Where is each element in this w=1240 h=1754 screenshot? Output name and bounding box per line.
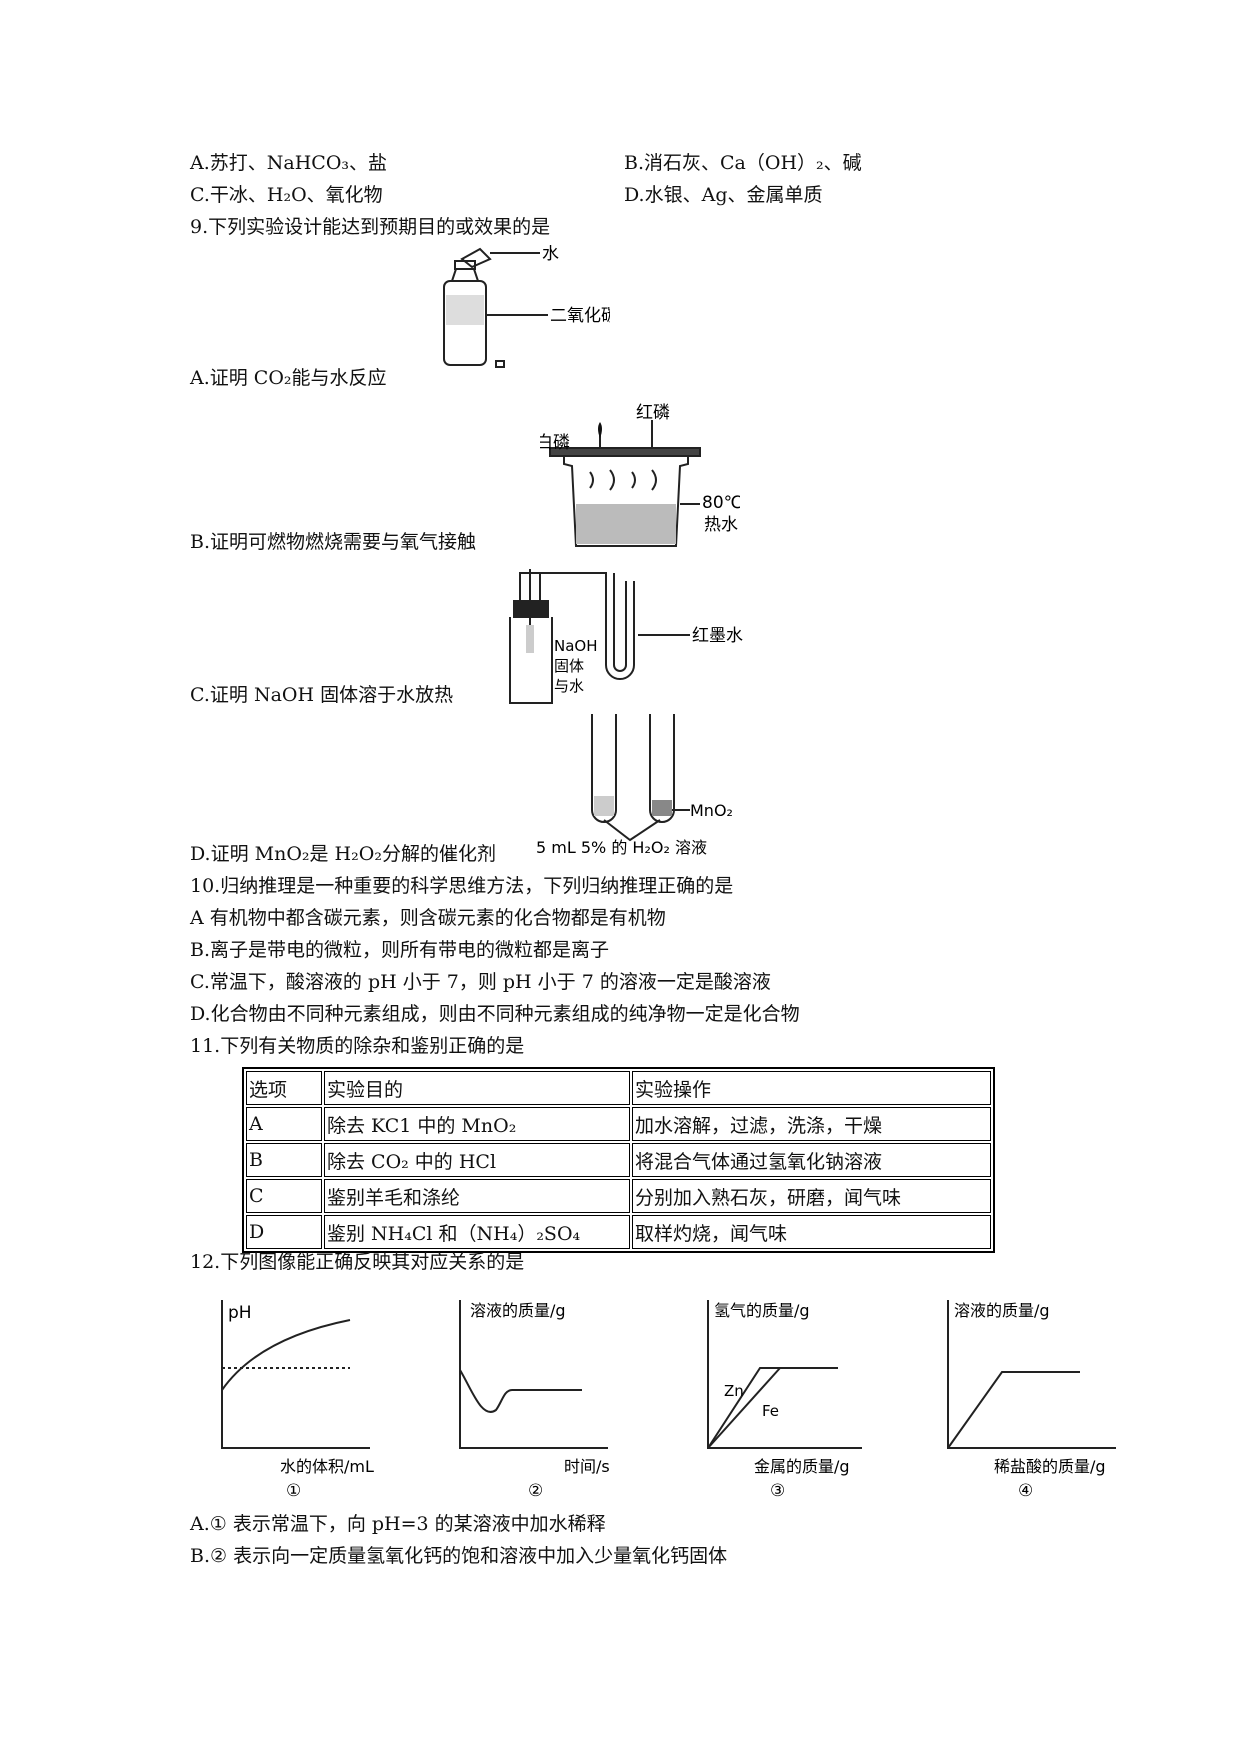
table-row: D 鉴别 NH₄Cl 和（NH₄）₂SO₄ 取样灼烧，闻气味 (246, 1215, 991, 1249)
row-a-purpose: 除去 KC1 中的 MnO₂ (324, 1107, 630, 1141)
q9-option-a: A.证明 CO₂能与水反应 (190, 367, 387, 389)
q10-option-b: B.离子是带电的微粒，则所有带电的微粒都是离子 (190, 939, 610, 961)
graph-1-ylabel: pH (228, 1303, 252, 1323)
q12-option-a: A.① 表示常温下，向 pH=3 的某溶液中加水稀释 (190, 1513, 606, 1535)
label-naoh: NaOH (554, 637, 598, 655)
row-a-operation: 加水溶解，过滤，洗涤，干燥 (632, 1107, 991, 1141)
q8-option-b: B.消石灰、Ca（OH）₂、碱 (624, 152, 862, 174)
table-row: C 鉴别羊毛和涤纶 分别加入熟石灰，研磨，闻气味 (246, 1179, 991, 1213)
header-operation: 实验操作 (632, 1071, 991, 1105)
q9-option-b: B.证明可燃物燃烧需要与氧气接触 (190, 531, 477, 553)
label-solid: 固体 (554, 657, 584, 675)
label-co2: 二氧化碳 (550, 306, 610, 326)
q9-option-c: C.证明 NaOH 固体溶于水放热 (190, 684, 454, 706)
q11-options-table: 选项 实验目的 实验操作 A 除去 KC1 中的 MnO₂ 加水溶解，过滤，洗涤… (242, 1067, 995, 1253)
q9-stem: 9.下列实验设计能达到预期目的或效果的是 (190, 216, 551, 238)
header-purpose: 实验目的 (324, 1071, 630, 1105)
table-row: B 除去 CO₂ 中的 HCl 将混合气体通过氢氧化钠溶液 (246, 1143, 991, 1177)
label-mno2: MnO₂ (690, 801, 733, 820)
label-red-ink: 红墨水 (692, 626, 743, 646)
graph-1-xlabel: 水的体积/mL (280, 1457, 374, 1476)
label-water: 水 (542, 245, 559, 264)
label-hot-water: 热水 (704, 515, 738, 535)
row-c-option: C (246, 1179, 322, 1213)
row-c-operation: 分别加入熟石灰，研磨，闻气味 (632, 1179, 991, 1213)
row-b-operation: 将混合气体通过氢氧化钠溶液 (632, 1143, 991, 1177)
label-red-phosphorus: 红磷 (636, 403, 670, 423)
label-temperature: 80℃ (702, 493, 740, 513)
row-b-option: B (246, 1143, 322, 1177)
graph-3-curve-zn: Zn (724, 1382, 744, 1400)
graph-3-ylabel: 氢气的质量/g (714, 1301, 810, 1320)
q8-option-a: A.苏打、NaHCO₃、盐 (190, 152, 388, 174)
graph-1-ph-dilution: pH 水的体积/mL ① (221, 1300, 374, 1500)
q8-option-d: D.水银、Ag、金属单质 (624, 184, 823, 206)
graph-2-number: ② (528, 1481, 543, 1500)
figure-phosphorus-combustion: 红磷 白磷 80℃ 热水 (540, 403, 740, 547)
graph-3-curve-fe: Fe (762, 1402, 779, 1420)
graph-3-xlabel: 金属的质量/g (754, 1457, 850, 1476)
label-white-phosphorus: 白磷 (540, 433, 570, 453)
figure-naoh-dissolution: NaOH 固体 与水 红墨水 (509, 569, 743, 704)
q11-stem: 11.下列有关物质的除杂和鉴别正确的是 (190, 1035, 525, 1057)
header-option: 选项 (246, 1071, 322, 1105)
q8-option-c: C.干冰、H₂O、氧化物 (190, 184, 383, 206)
label-with-water: 与水 (554, 677, 584, 695)
q10-option-d: D.化合物由不同种元素组成，则由不同种元素组成的纯净物一定是化合物 (190, 1003, 800, 1025)
q10-option-c: C.常温下，酸溶液的 pH 小于 7，则 pH 小于 7 的溶液一定是酸溶液 (190, 971, 771, 993)
row-b-purpose: 除去 CO₂ 中的 HCl (324, 1143, 630, 1177)
table-header-row: 选项 实验目的 实验操作 (246, 1071, 991, 1105)
row-c-purpose: 鉴别羊毛和涤纶 (324, 1179, 630, 1213)
table-row: A 除去 KC1 中的 MnO₂ 加水溶解，过滤，洗涤，干燥 (246, 1107, 991, 1141)
graph-4-xlabel: 稀盐酸的质量/g (994, 1457, 1106, 1476)
figure-mno2-test-tubes: MnO₂ 5 mL 5% 的 H₂O₂ 溶液 (536, 714, 733, 857)
row-d-purpose: 鉴别 NH₄Cl 和（NH₄）₂SO₄ (324, 1215, 630, 1249)
figure-co2-bottle: 水 二氧化碳 (443, 245, 610, 368)
row-d-operation: 取样灼烧，闻气味 (632, 1215, 991, 1249)
graph-2-solution-mass-time: 溶液的质量/g 时间/s ② (459, 1300, 610, 1500)
row-a-option: A (246, 1107, 322, 1141)
graph-4-ylabel: 溶液的质量/g (954, 1301, 1050, 1320)
q10-stem: 10.归纳推理是一种重要的科学思维方法，下列归纳推理正确的是 (190, 875, 734, 897)
graph-2-ylabel: 溶液的质量/g (470, 1301, 566, 1320)
q12-stem: 12.下列图像能正确反映其对应关系的是 (190, 1251, 525, 1273)
graph-3-number: ③ (770, 1481, 785, 1500)
graph-1-number: ① (286, 1481, 301, 1500)
graph-4-number: ④ (1018, 1481, 1033, 1500)
graph-2-xlabel: 时间/s (564, 1457, 610, 1476)
q9-option-d: D.证明 MnO₂是 H₂O₂分解的催化剂 (190, 843, 496, 865)
q12-option-b: B.② 表示向一定质量氢氧化钙的饱和溶液中加入少量氧化钙固体 (190, 1545, 728, 1567)
row-d-option: D (246, 1215, 322, 1249)
graph-4-solution-mass-hcl: 溶液的质量/g 稀盐酸的质量/g ④ (947, 1300, 1116, 1500)
q10-option-a: A 有机物中都含碳元素，则含碳元素的化合物都是有机物 (190, 907, 666, 929)
label-h2o2-solution: 5 mL 5% 的 H₂O₂ 溶液 (536, 838, 707, 857)
graph-3-hydrogen-mass: 氢气的质量/g Zn Fe 金属的质量/g ③ (707, 1300, 862, 1500)
